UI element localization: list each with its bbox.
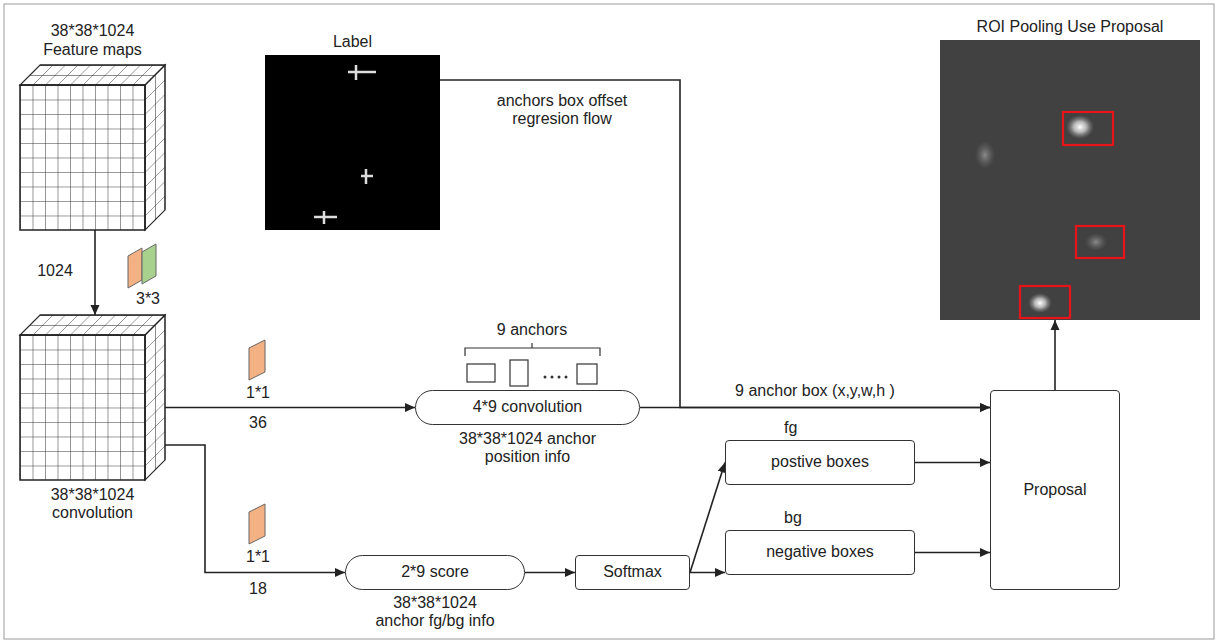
connector-arrow [640, 407, 990, 409]
box-text: Proposal [1015, 481, 1094, 499]
box-caption: ROI Pooling Use Proposal [950, 18, 1190, 36]
proposal-box: Proposal [990, 390, 1120, 590]
box-text: 2*9 score [393, 563, 477, 581]
connector-arrow [690, 572, 725, 574]
label-image: Label [265, 55, 440, 230]
label-image [265, 55, 440, 230]
connector-arrow [525, 572, 575, 574]
connector-arrow [165, 445, 345, 573]
text-label: 9 anchors [495, 321, 569, 339]
box-text: negative boxes [758, 543, 882, 561]
text-label: 1*1 [244, 384, 272, 402]
text-label: 18 [247, 580, 269, 598]
text-label: 1024 [35, 262, 75, 280]
frame [4, 4, 1214, 639]
box-caption: 38*38*1024 anchor position info [458, 430, 598, 467]
connector-arrow [440, 80, 990, 408]
text-label: 1*1 [244, 548, 272, 566]
feature-map-cube: 38*38*1024 Feature maps [20, 65, 165, 230]
anchor-shapes [465, 343, 600, 386]
connector-arrow [915, 552, 990, 554]
connector-arrow [1054, 320, 1056, 390]
conv-cube [20, 315, 165, 480]
connector-arrow [94, 230, 96, 315]
box-text: 4*9 convolution [465, 398, 590, 416]
connector-arrow [690, 463, 725, 573]
kernel-icon [249, 504, 265, 544]
softmax-box: Softmax [575, 555, 690, 590]
positive-box: fgpostive boxes [725, 440, 915, 485]
text-label: 36 [247, 414, 269, 432]
kernel-icon [128, 244, 156, 288]
roi-image: ROI Pooling Use Proposal [940, 40, 1200, 320]
box-text: Softmax [595, 563, 670, 581]
score-box: 2*9 score38*38*1024 anchor fg/bg info [345, 555, 525, 590]
conv-cube: 38*38*1024 convolution [20, 315, 165, 480]
box-caption: 38*38*1024 anchor fg/bg info [373, 594, 498, 631]
roi-image [940, 40, 1200, 320]
text-label: anchors box offset regresion flow [473, 92, 652, 129]
connector-arrow [915, 462, 990, 464]
kernel-icon [249, 340, 265, 380]
box-caption: bg [784, 509, 802, 527]
box-caption: 38*38*1024 Feature maps [38, 22, 148, 59]
box-caption: 38*38*1024 convolution [43, 486, 143, 523]
box-caption: Label [293, 33, 413, 51]
connector-arrow [165, 407, 415, 409]
box-caption: fg [784, 419, 797, 437]
feature-cube [20, 65, 165, 230]
anchor-conv-box: 4*9 convolution38*38*1024 anchor positio… [415, 390, 640, 425]
box-text: postive boxes [763, 453, 877, 471]
text-label: 3*3 [134, 290, 162, 308]
edge-label: 9 anchor box (x,y,w,h ) [733, 382, 897, 400]
negative-box: bgnegative boxes [725, 530, 915, 575]
